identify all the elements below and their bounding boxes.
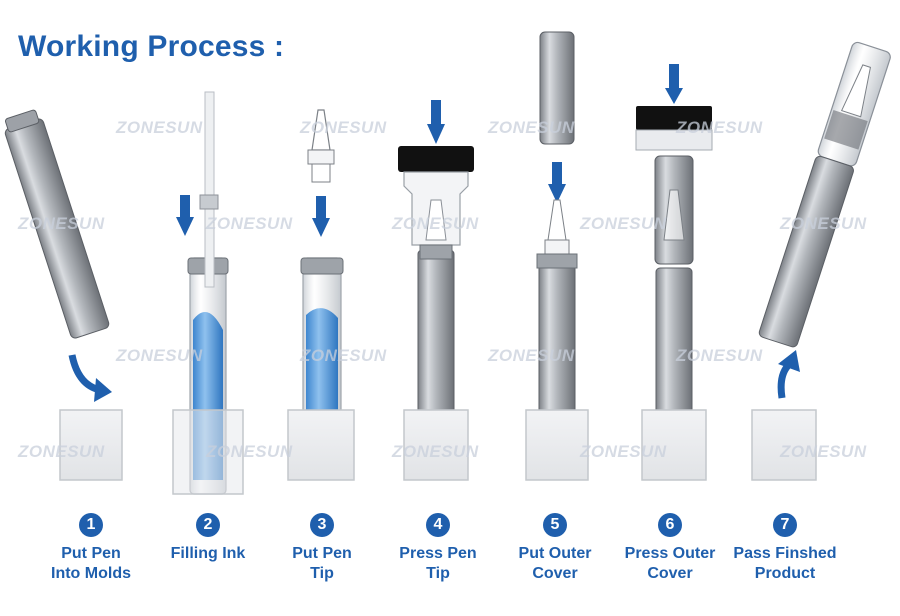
step-5-number: 5 (543, 513, 567, 537)
press-head (398, 146, 474, 172)
step-3-illustration (287, 109, 355, 481)
watermark: ZONESUN (676, 118, 763, 137)
step-6-label: Press Outer Cover (605, 544, 735, 584)
step-7-label: Pass Finshed Product (720, 544, 850, 584)
press-head (636, 106, 712, 130)
mold-block (751, 409, 817, 481)
watermark: ZONESUN (488, 346, 575, 365)
step-3-label-line1: Put Pen (292, 545, 352, 562)
step-1-illustration (4, 109, 123, 481)
watermark: ZONESUN (580, 442, 667, 461)
step-2-label-line1: Filling Ink (170, 545, 246, 562)
step-5-label: Put Outer Cover (490, 544, 620, 584)
step-1-number: 1 (79, 513, 103, 537)
mold-block (641, 409, 707, 481)
step-7-illustration (751, 41, 891, 481)
mold-block (403, 409, 469, 481)
arrow-down-icon (180, 195, 190, 217)
watermark: ZONESUN (18, 214, 105, 233)
step-3-number: 3 (310, 513, 334, 537)
step-3-label-line2: Tip (310, 565, 334, 582)
step-1-label: Put Pen Into Molds (26, 544, 156, 584)
watermark: ZONESUN (676, 346, 763, 365)
step-6-number: 6 (658, 513, 682, 537)
watermark: ZONESUN (780, 442, 867, 461)
arrow-down-icon (552, 162, 562, 184)
watermark: ZONESUN (116, 346, 203, 365)
watermark: ZONESUN (206, 214, 293, 233)
watermark: ZONESUN (580, 214, 667, 233)
mold-block (59, 409, 123, 481)
outer-cover-part (539, 31, 575, 145)
step-5-illustration (525, 31, 589, 481)
mold-block (172, 409, 244, 495)
page-title: Working Process : (18, 30, 285, 63)
step-6-label-line1: Press Outer (624, 545, 716, 562)
watermark: ZONESUN (392, 214, 479, 233)
step-7-label-line1: Pass Finshed (733, 545, 837, 562)
step-4-label-line2: Tip (426, 565, 450, 582)
step-2-illustration (172, 91, 244, 495)
step-1-label-line1: Put Pen (61, 545, 121, 562)
arrow-down-icon (316, 196, 326, 218)
watermark: ZONESUN (780, 214, 867, 233)
step-7-label-line2: Product (754, 565, 816, 582)
step-5-label-line1: Put Outer (518, 545, 592, 562)
step-4-label-line1: Press Pen (399, 545, 477, 562)
step-3-label: Put Pen Tip (257, 544, 387, 584)
finished-pen (758, 41, 891, 348)
step-6-label-line2: Cover (647, 565, 693, 582)
watermark: ZONESUN (18, 442, 105, 461)
watermark: ZONESUN (392, 442, 479, 461)
arrow-down-icon (431, 100, 441, 124)
watermark: ZONESUN (116, 118, 203, 137)
step-4-label: Press Pen Tip (373, 544, 503, 584)
watermark: ZONESUN (206, 442, 293, 461)
watermark: ZONESUN (300, 346, 387, 365)
mold-block (287, 409, 355, 481)
step-1-label-line2: Into Molds (51, 565, 131, 582)
step-5-label-line2: Cover (532, 565, 578, 582)
step-2-label: Filling Ink (143, 544, 273, 564)
tilted-pen-body (4, 109, 110, 339)
mold-block (525, 409, 589, 481)
step-4-illustration (398, 100, 474, 481)
step-4-number: 4 (426, 513, 450, 537)
watermark: ZONESUN (300, 118, 387, 137)
watermark: ZONESUN (488, 118, 575, 137)
step-7-number: 7 (773, 513, 797, 537)
filling-needle (204, 91, 215, 288)
arrow-down-icon (669, 64, 679, 88)
step-2-number: 2 (196, 513, 220, 537)
step-6-illustration (635, 64, 713, 481)
ink-fill (306, 308, 338, 415)
